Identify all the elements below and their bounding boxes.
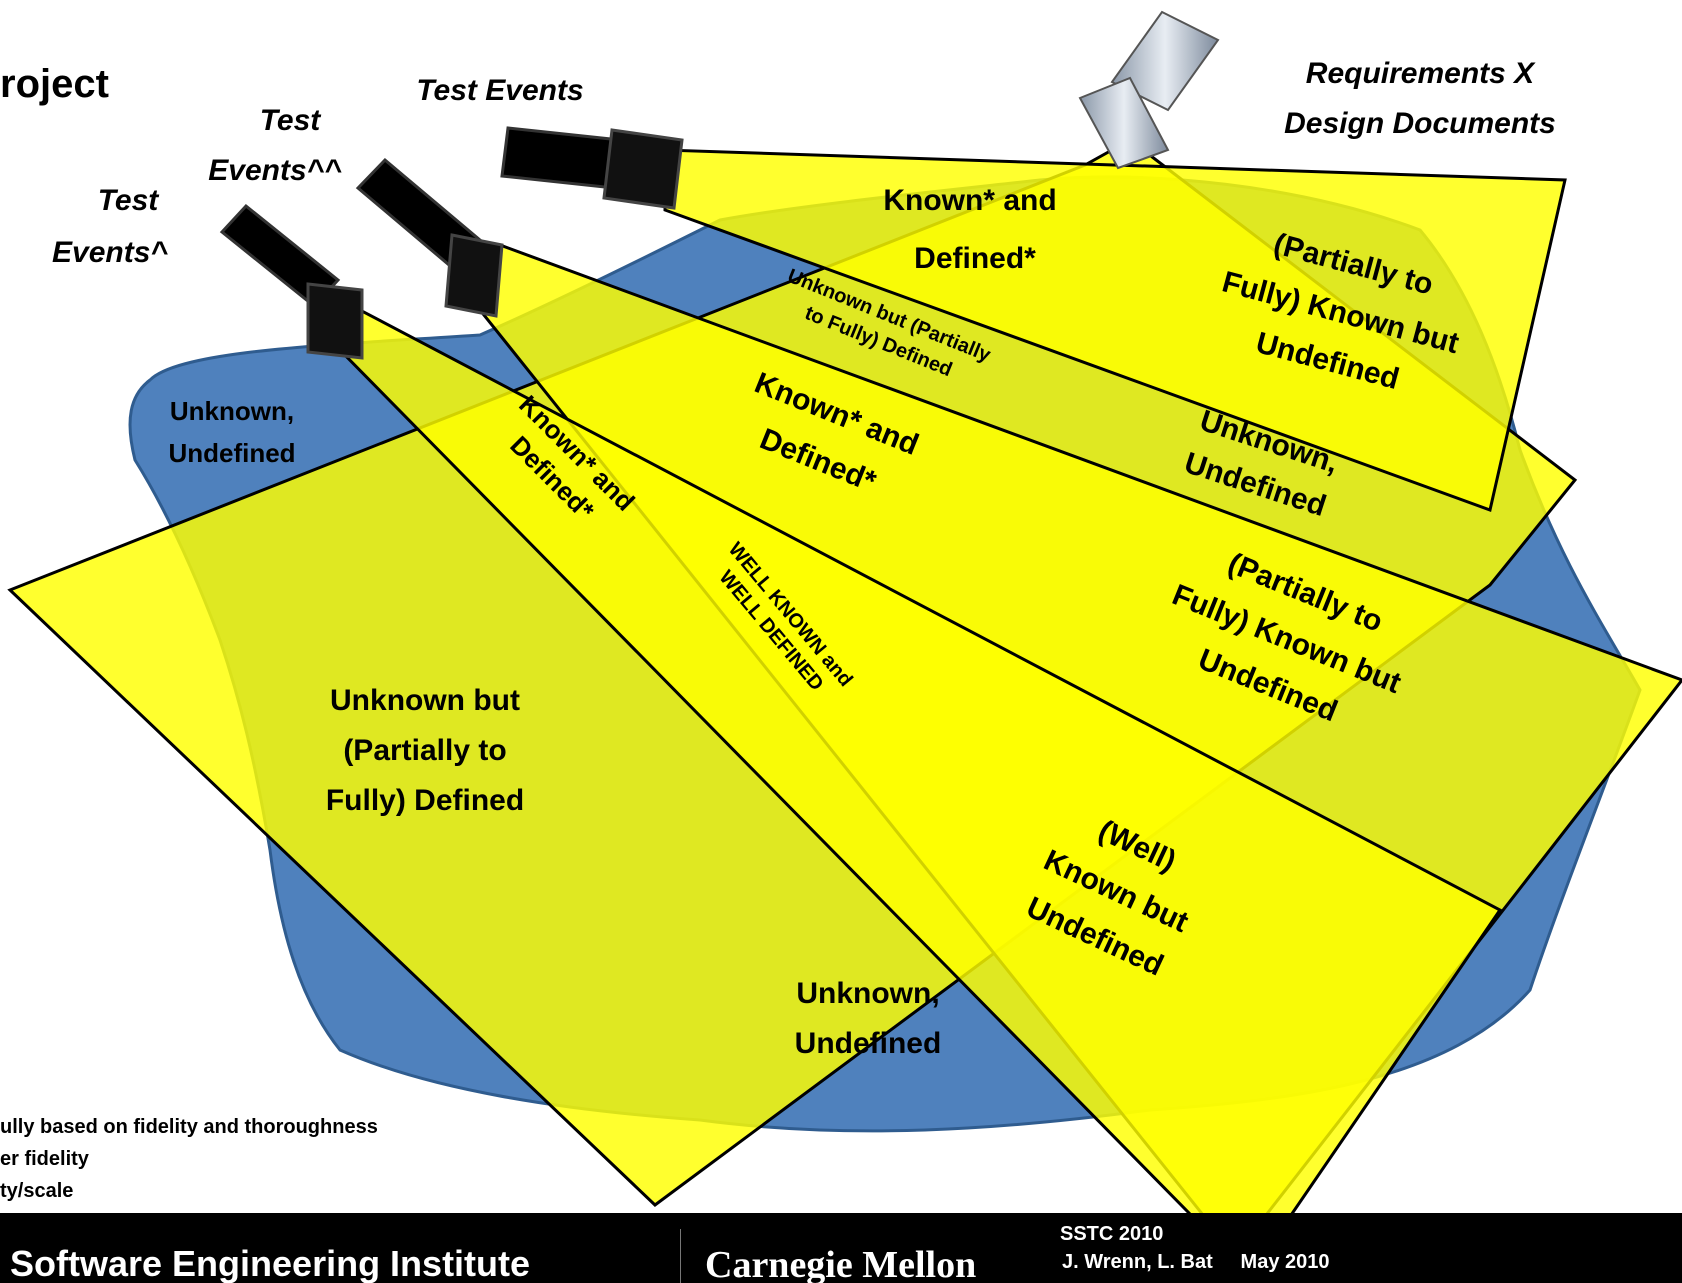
svg-text:Fully) Defined: Fully) Defined xyxy=(326,784,524,817)
region-unknown-undefined-left: Unknown, Undefined xyxy=(168,396,295,468)
source-label-requirements: Requirements X Design Documents xyxy=(1284,57,1556,140)
footnote-line-2: er fidelity xyxy=(0,1148,89,1170)
region-unknown-partially-defined-large: Unknown but (Partially to Fully) Defined xyxy=(326,684,524,817)
footnote-line-3: ty/scale xyxy=(0,1180,74,1202)
svg-text:Requirements X: Requirements X xyxy=(1306,57,1536,90)
flashlight-requirements xyxy=(1078,10,1220,170)
svg-text:Events^^: Events^^ xyxy=(208,154,342,187)
svg-text:Known* and: Known* and xyxy=(883,184,1056,217)
region-unknown-undefined-bottom: Unknown, Undefined xyxy=(795,977,942,1060)
svg-text:Undefined: Undefined xyxy=(168,438,295,468)
footer-divider xyxy=(680,1229,681,1283)
svg-text:Test: Test xyxy=(98,184,161,217)
source-label-test-events-caret: Test Events^ xyxy=(52,184,168,269)
svg-text:Test: Test xyxy=(260,104,323,137)
slide-title: roject xyxy=(0,62,109,106)
footer-bar: Software Engineering Institute Carnegie … xyxy=(0,1213,1682,1283)
region-known-defined-top: Known* and Defined* xyxy=(883,184,1056,275)
svg-text:Defined*: Defined* xyxy=(914,242,1036,275)
footer-organization: Software Engineering Institute xyxy=(10,1243,531,1283)
svg-text:Unknown,: Unknown, xyxy=(796,977,939,1010)
svg-text:Events^: Events^ xyxy=(52,236,168,269)
svg-text:Design Documents: Design Documents xyxy=(1284,107,1556,140)
footer-authors-date: J. Wrenn, L. Bat May 2010 xyxy=(1062,1251,1330,1273)
source-label-test-events: Test Events xyxy=(416,74,583,107)
footnote-line-1: ully based on fidelity and thoroughness xyxy=(0,1116,378,1138)
svg-text:Unknown,: Unknown, xyxy=(170,396,294,426)
source-label-test-events-double-caret: Test Events^^ xyxy=(208,104,342,187)
svg-text:Undefined: Undefined xyxy=(795,1027,942,1060)
footer-university: Carnegie Mellon xyxy=(705,1244,977,1283)
flashlight-test-events-double-caret xyxy=(355,157,504,318)
footer-event: SSTC 2010 xyxy=(1060,1223,1164,1245)
flashlight-test-events-caret xyxy=(219,203,364,360)
svg-text:(Partially to: (Partially to xyxy=(343,734,506,767)
svg-text:Unknown but: Unknown but xyxy=(330,684,520,717)
flashlight-test-events xyxy=(500,126,684,210)
